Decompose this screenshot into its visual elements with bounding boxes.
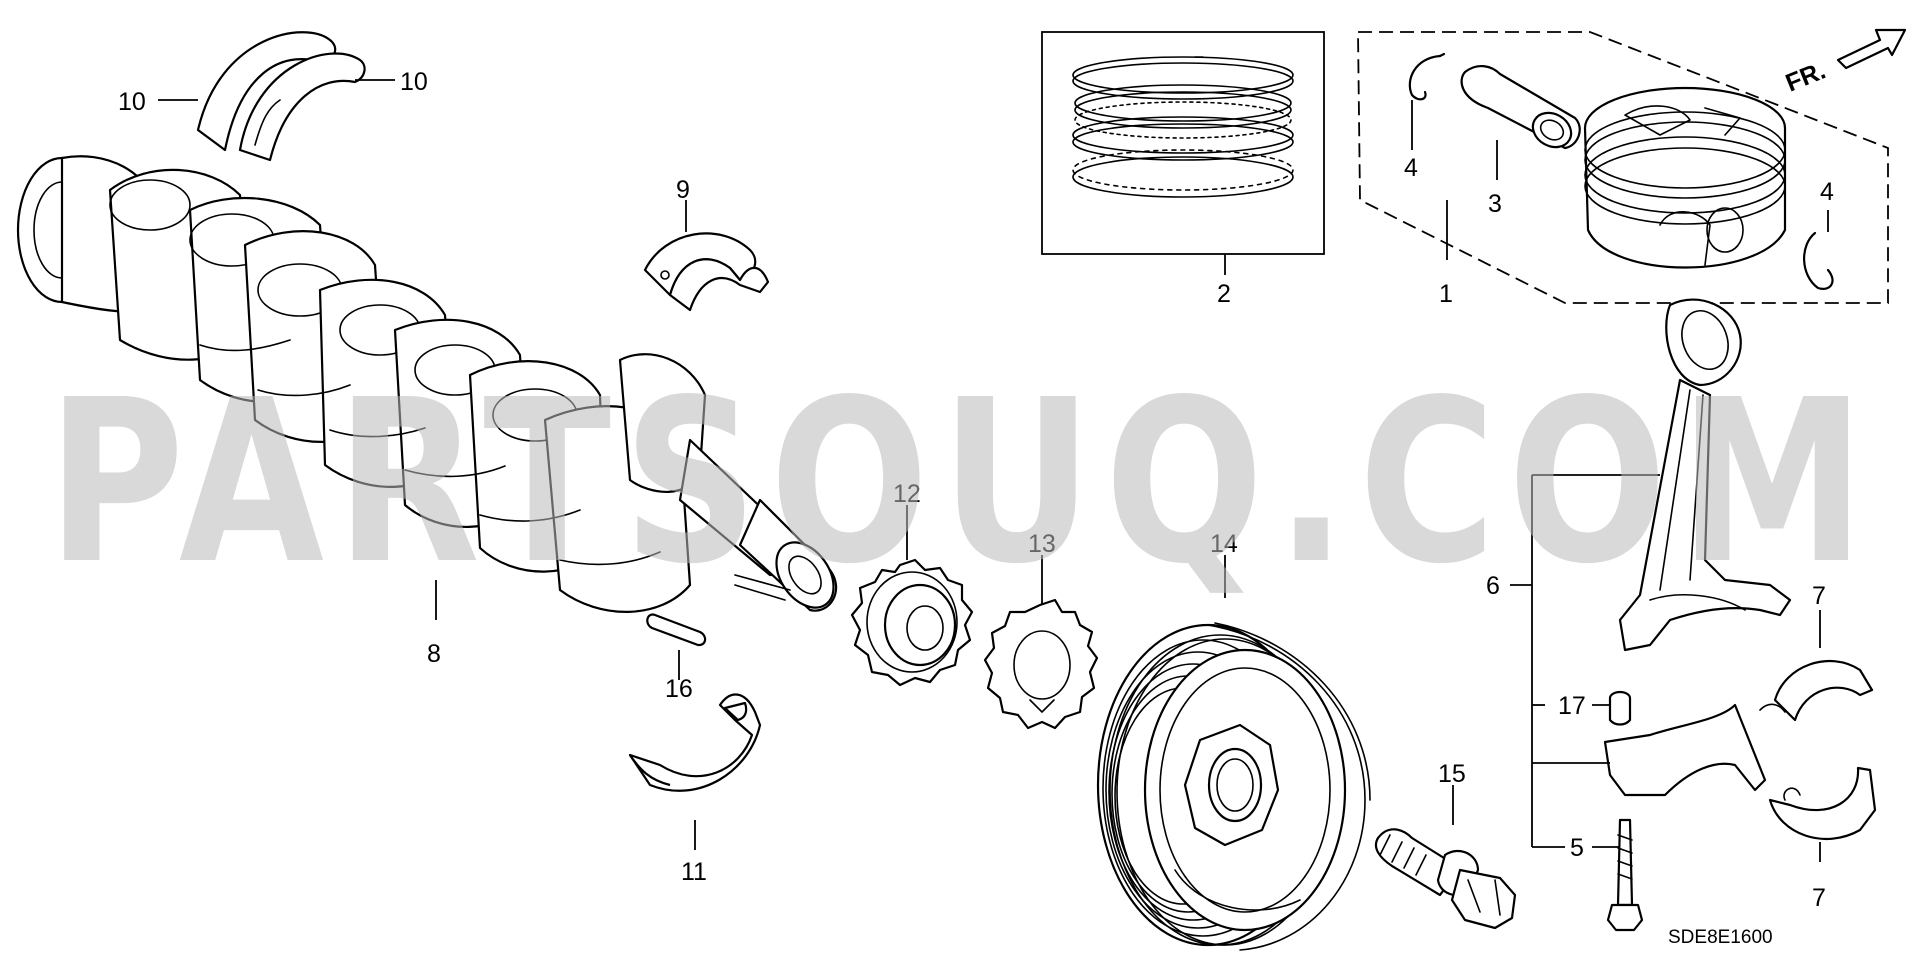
callout-14: 14 (1210, 530, 1238, 558)
callout-7-upper: 7 (1812, 582, 1826, 610)
callout-4-left: 4 (1404, 154, 1418, 182)
woodruff-key-part[interactable] (646, 613, 707, 647)
callout-4-right: 4 (1820, 178, 1834, 206)
callout-6: 6 (1486, 572, 1500, 600)
callout-5: 5 (1570, 834, 1584, 862)
piston-pin-part[interactable] (1460, 65, 1581, 154)
callout-7-lower: 7 (1812, 884, 1826, 912)
callout-numbers: 10 10 9 8 16 11 12 13 14 15 2 1 3 4 4 6 … (118, 68, 1834, 912)
callout-15: 15 (1438, 760, 1466, 788)
callout-17: 17 (1558, 692, 1586, 720)
piston-ring-set-part[interactable] (1072, 56, 1294, 198)
thrust-washer-parts[interactable] (196, 31, 366, 162)
upper-rod-bearing-part[interactable] (1773, 660, 1874, 722)
rod-dowel-part[interactable] (1608, 690, 1632, 726)
lower-rod-bearing-part[interactable] (1768, 766, 1877, 840)
callout-1: 1 (1439, 280, 1453, 308)
callout-3: 3 (1488, 190, 1502, 218)
diagram-code: SDE8E1600 (1668, 927, 1773, 948)
crankshaft-timing-gear-part[interactable] (850, 558, 974, 687)
watermark-text: PARTSOUQ.COM (47, 352, 1877, 614)
callout-13: 13 (1028, 530, 1056, 558)
crankshaft-part[interactable] (16, 155, 845, 618)
callout-9: 9 (676, 176, 690, 204)
lower-main-bearing-part[interactable] (628, 693, 762, 792)
callout-16: 16 (665, 675, 693, 703)
callout-11: 11 (681, 858, 707, 886)
leader-lines (158, 79, 1829, 862)
pulley-bolt-part[interactable] (1374, 828, 1517, 930)
callout-8: 8 (427, 640, 441, 668)
rod-bolt-part[interactable] (1606, 818, 1644, 932)
front-indicator-label: FR. (1782, 57, 1830, 98)
crank-pulse-plate-part[interactable] (983, 598, 1099, 730)
upper-main-bearing-part[interactable] (643, 232, 770, 312)
connecting-rod-cap-part[interactable] (1603, 703, 1786, 797)
callout-10-right: 10 (400, 68, 428, 96)
callout-2: 2 (1217, 280, 1231, 308)
piston-part[interactable] (1583, 86, 1787, 269)
callout-10-left: 10 (118, 88, 146, 116)
piston-pin-clip-parts[interactable] (1408, 52, 1834, 290)
front-direction-arrow: FR. (1782, 28, 1907, 98)
callout-12: 12 (893, 480, 921, 508)
crankshaft-pulley-part[interactable] (1096, 622, 1371, 951)
connecting-rod-part[interactable] (1618, 298, 1792, 652)
